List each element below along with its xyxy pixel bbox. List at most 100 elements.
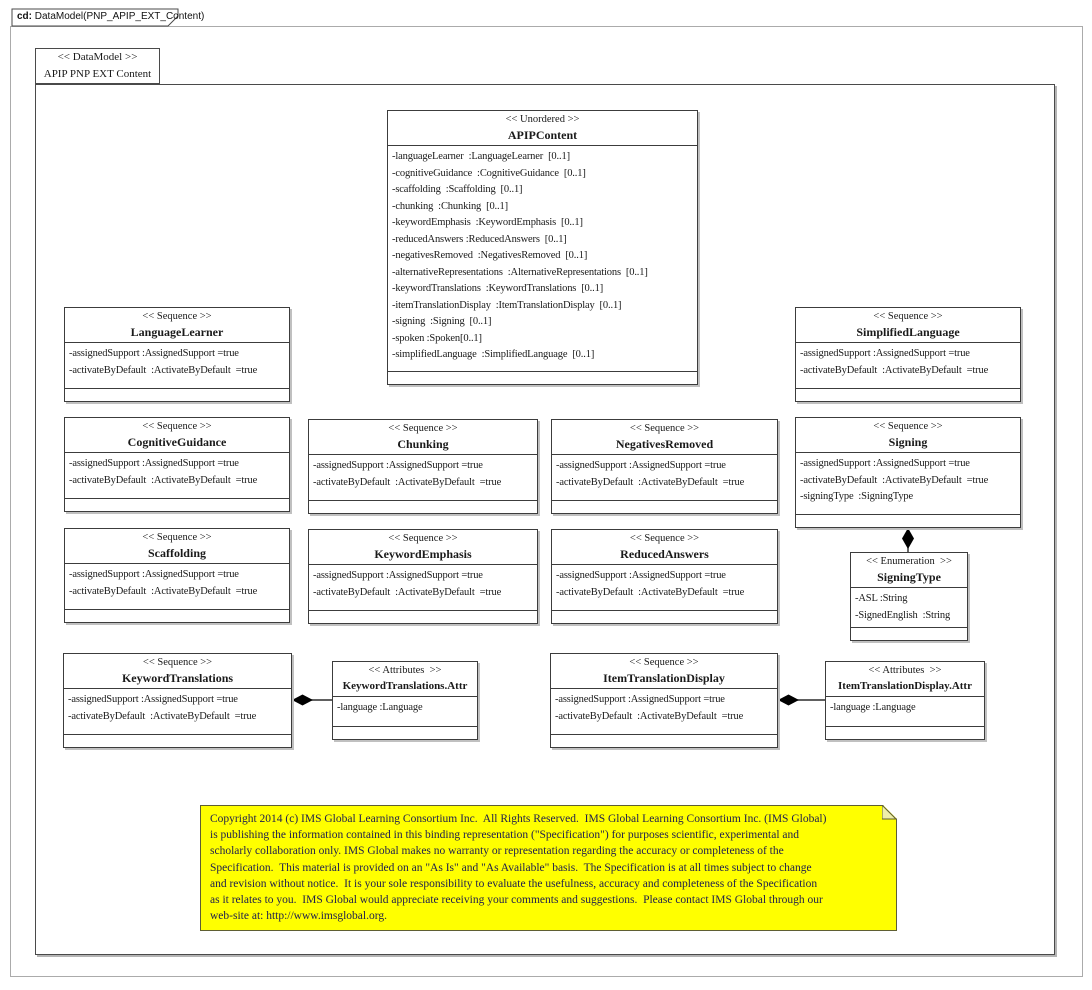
attribute-line: -assignedSupport :AssignedSupport =true [556, 570, 726, 581]
attribute-line: -activateByDefault :ActivateByDefault =t… [69, 364, 258, 376]
attribute-line: -assignedSupport :AssignedSupport =true [313, 460, 483, 471]
class-header: << Sequence >> KeywordEmphasis [309, 530, 537, 565]
attribute-line: -activateByDefault :ActivateByDefault =t… [556, 586, 745, 598]
class-box-itemtranslationdisplay: << Sequence >> ItemTranslationDisplay -a… [550, 653, 778, 748]
attribute-line: -language :Language [830, 702, 916, 713]
class-box-negativesremoved: << Sequence >> NegativesRemoved -assigne… [551, 419, 778, 514]
attributes-compartment: -assignedSupport :AssignedSupport =true -… [309, 455, 537, 501]
attribute-line: -itemTranslationDisplay :ItemTranslation… [392, 299, 622, 311]
operations-compartment [796, 515, 1020, 527]
operations-compartment [388, 372, 697, 384]
operations-compartment [309, 501, 537, 513]
class-name: Scaffolding [147, 546, 206, 560]
class-name: ReducedAnswers [620, 547, 709, 561]
class-box-keywordtranslations-attr: << Attributes >> KeywordTranslations.Att… [332, 661, 478, 740]
class-name: KeywordEmphasis [374, 547, 472, 561]
class-box-scaffolding: << Sequence >> Scaffolding -assignedSupp… [64, 528, 290, 623]
attribute-line: -language :Language [337, 702, 423, 713]
attribute-line: -assignedSupport :AssignedSupport =true [69, 569, 239, 580]
class-header: << Sequence >> LanguageLearner [65, 308, 289, 343]
operations-compartment [551, 735, 777, 747]
attribute-line: -activateByDefault :ActivateByDefault =t… [800, 364, 989, 376]
attribute-line: -keywordEmphasis :KeywordEmphasis [0..1] [392, 217, 583, 228]
note-text-line: scholarly collaboration only. IMS Global… [210, 845, 784, 858]
class-header: << Attributes >> ItemTranslationDisplay.… [826, 662, 984, 697]
class-header: << Sequence >> Scaffolding [65, 529, 289, 564]
copyright-note: Copyright 2014 (c) IMS Global Learning C… [200, 805, 897, 931]
attribute-line: -spoken :Spoken[0..1] [392, 332, 482, 344]
class-header: << Sequence >> Signing [796, 418, 1020, 453]
copyright-note-body: Copyright 2014 (c) IMS Global Learning C… [200, 805, 897, 931]
attribute-line: -activateByDefault :ActivateByDefault =t… [555, 710, 744, 722]
operations-compartment [796, 389, 1020, 401]
frame-tab-prefix: cd: [17, 11, 32, 22]
stereotype-label: << Sequence >> [629, 423, 700, 434]
attribute-line: -assignedSupport :AssignedSupport =true [800, 348, 970, 359]
attribute-line: -simplifiedLanguage :SimplifiedLanguage … [392, 349, 595, 360]
class-name: Chunking [397, 437, 449, 451]
attribute-line: -signing :Signing [0..1] [392, 316, 492, 327]
note-text-line: Specification. This material is provided… [210, 861, 812, 874]
attributes-compartment: -language :Language [333, 697, 477, 727]
class-name: CognitiveGuidance [127, 435, 227, 449]
operations-compartment [552, 611, 777, 623]
stereotype-label: << Sequence >> [629, 657, 699, 668]
frame-tab-label: DataModel(PNP_APIP_EXT_Content) [32, 11, 205, 22]
stereotype-label: << Sequence >> [142, 311, 212, 322]
operations-compartment [552, 501, 777, 513]
attribute-line: -signingType :SigningType [800, 491, 914, 502]
class-box-itemtranslationdisplay-attr: << Attributes >> ItemTranslationDisplay.… [825, 661, 985, 740]
class-header: << Sequence >> SimplifiedLanguage [796, 308, 1020, 343]
attribute-line: -assignedSupport :AssignedSupport =true [555, 694, 725, 705]
class-header: << Unordered >> APIPContent [388, 111, 697, 146]
operations-compartment [64, 735, 291, 747]
package-name: APIP PNP EXT Content [43, 68, 152, 80]
class-header: << Attributes >> KeywordTranslations.Att… [333, 662, 477, 697]
attribute-line: -assignedSupport :AssignedSupport =true [68, 694, 238, 705]
attribute-line: -cognitiveGuidance :CognitiveGuidance [0… [392, 167, 586, 179]
class-header: << Sequence >> ItemTranslationDisplay [551, 654, 777, 689]
note-text-line: is publishing the information contained … [210, 829, 800, 842]
attributes-compartment: -assignedSupport :AssignedSupport =true -… [65, 564, 289, 610]
stereotype-label: << Sequence >> [142, 421, 212, 432]
attributes-compartment: -assignedSupport :AssignedSupport =true -… [64, 689, 291, 735]
datamodel-package-label: << DataModel >> APIP PNP EXT Content [35, 48, 160, 84]
attributes-compartment: -assignedSupport :AssignedSupport =true-… [309, 565, 537, 611]
attributes-compartment: -ASL :String-SignedEnglish :String [851, 588, 967, 628]
class-header: << Sequence >> CognitiveGuidance [65, 418, 289, 453]
attributes-compartment: -assignedSupport :AssignedSupport =true-… [65, 453, 289, 499]
class-box-chunking: << Sequence >> Chunking -assignedSupport… [308, 419, 538, 514]
class-header: << Enumeration >> SigningType [851, 553, 967, 588]
attribute-line: -reducedAnswers :ReducedAnswers [0..1] [392, 233, 567, 245]
attribute-line: -activateByDefault :ActivateByDefault =t… [69, 585, 258, 597]
class-name: SimplifiedLanguage [856, 325, 960, 339]
class-header: << Sequence >> Chunking [309, 420, 537, 455]
stereotype-label: << Attributes >> [868, 665, 942, 676]
note-fold-icon [882, 805, 897, 820]
operations-compartment [65, 389, 289, 401]
note-text-line: web-site at: http://www.imsglobal.org. [210, 910, 387, 923]
operations-compartment [851, 628, 967, 640]
class-header: << Sequence >> KeywordTranslations [64, 654, 291, 689]
stereotype-label: << Sequence >> [142, 532, 212, 543]
note-text-line: Copyright 2014 (c) IMS Global Learning C… [210, 813, 827, 825]
class-name: LanguageLearner [130, 325, 224, 339]
class-box-simplifiedlanguage: << Sequence >> SimplifiedLanguage -assig… [795, 307, 1021, 402]
attribute-line: -assignedSupport :AssignedSupport =true [69, 348, 239, 359]
attribute-line: -activateByDefault :ActivateByDefault =t… [800, 474, 989, 486]
attribute-line: -activateByDefault :ActivateByDefault =t… [313, 476, 502, 488]
attribute-line: -activateByDefault :ActivateByDefault =t… [68, 710, 257, 722]
attributes-compartment: -assignedSupport :AssignedSupport =true-… [796, 453, 1020, 515]
attributes-compartment: -assignedSupport :AssignedSupport =true -… [551, 689, 777, 735]
class-name: Signing [888, 435, 928, 449]
class-name: SigningType [877, 570, 941, 584]
attribute-line: -assignedSupport :AssignedSupport =true [313, 570, 483, 581]
class-name: ItemTranslationDisplay.Attr [838, 680, 972, 692]
class-name: ItemTranslationDisplay [603, 671, 725, 685]
operations-compartment [65, 610, 289, 622]
attributes-compartment: -assignedSupport :AssignedSupport =true -… [65, 343, 289, 389]
frame-tab-title: cd: DataModel(PNP_APIP_EXT_Content) [17, 11, 204, 22]
stereotype-label: << Sequence >> [142, 657, 213, 668]
attribute-line: -alternativeRepresentations :Alternative… [392, 266, 648, 278]
